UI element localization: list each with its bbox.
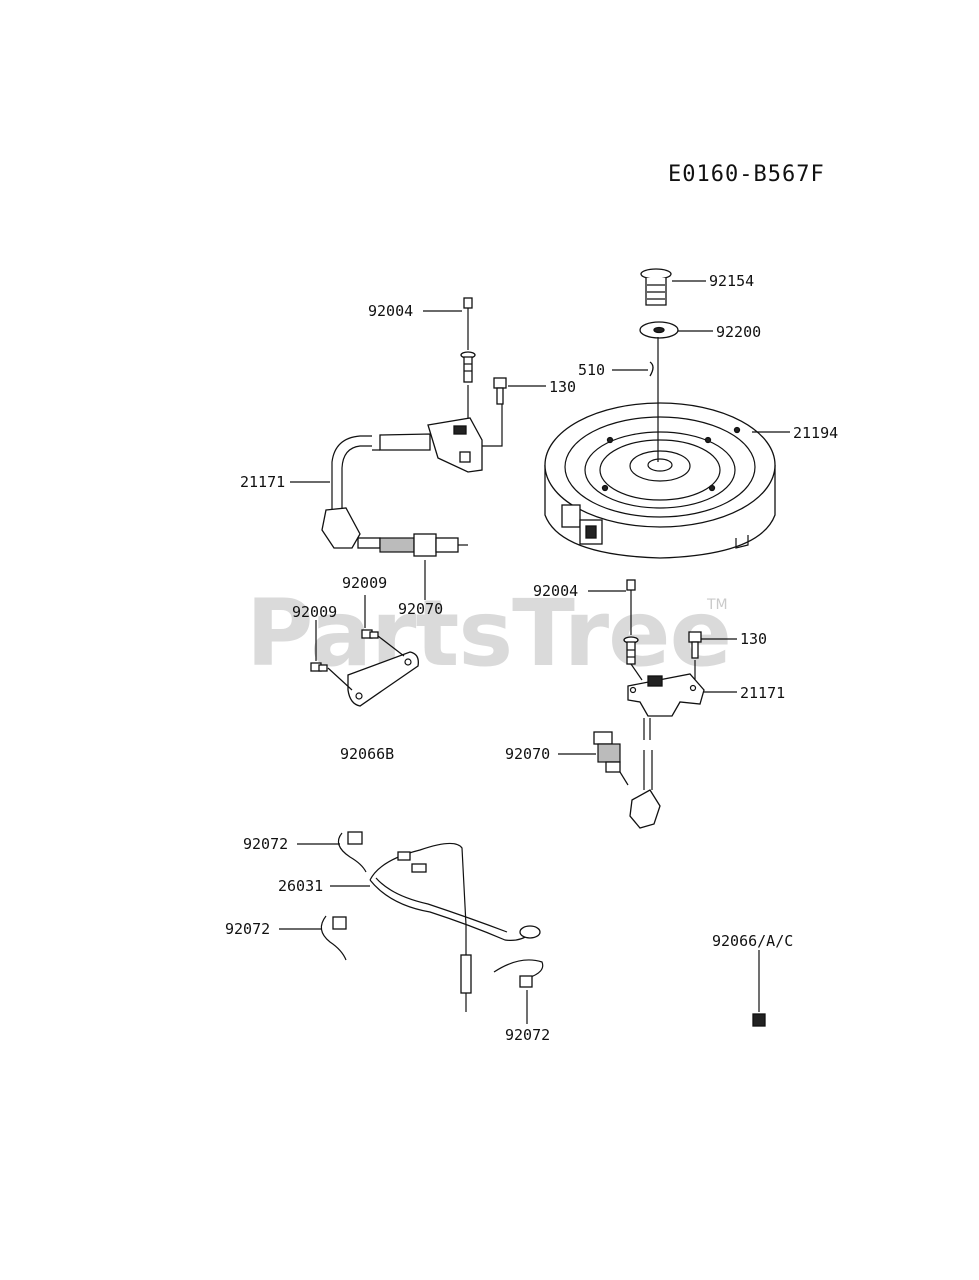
callout-92200: 92200 [716,323,761,341]
screw-92009-a[interactable] [361,629,379,639]
shield-plate-92066B[interactable] [347,651,419,707]
leader-lines [279,280,790,1024]
flywheel-21194[interactable] [544,402,776,559]
callout-92070-upper: 92070 [398,600,443,618]
clamp-92072-a[interactable] [337,831,367,873]
callout-92154: 92154 [709,272,754,290]
callout-92072-b: 92072 [225,920,270,938]
callout-92066B: 92066B [340,745,394,763]
ignition-coil-21171-lower[interactable] [627,673,705,829]
callout-92009-b: 92009 [292,603,337,621]
diagram-code: E0160-B567F [668,162,825,187]
flywheel-nut-92154[interactable] [640,268,672,306]
callout-21194: 21194 [793,424,838,442]
callout-92072-c: 92072 [505,1026,550,1044]
screw-92009-b[interactable] [310,662,328,672]
trademark-mark: TM [707,597,728,613]
callout-92004-upper: 92004 [368,302,413,320]
callout-21171-upper: 21171 [240,473,285,491]
callout-92072-a: 92072 [243,835,288,853]
callout-92004-lower: 92004 [533,582,578,600]
callout-130-lower: 130 [740,630,767,648]
nut-92066-A-C[interactable] [752,1013,766,1027]
callout-92066-A-C: 92066/A/C [712,932,793,950]
callout-510: 510 [578,361,605,379]
callout-21171-lower: 21171 [740,684,785,702]
ignition-coil-21171-upper[interactable] [321,417,483,549]
callout-92009-a: 92009 [342,574,387,592]
washer-92200[interactable] [639,321,679,339]
spark-plug-92070-lower[interactable] [593,731,629,786]
bolt-92004-upper[interactable] [460,297,476,383]
clamp-92072-b[interactable] [320,915,347,961]
flywheel-key-510[interactable] [649,361,654,377]
callout-26031: 26031 [278,877,323,895]
bolt-130-upper[interactable] [493,377,507,405]
clamp-92072-c[interactable] [493,959,544,988]
wiring-harness-26031[interactable] [369,842,541,1012]
spark-plug-92070-upper[interactable] [357,533,468,557]
callout-130-upper: 130 [549,378,576,396]
callout-92070-lower: 92070 [505,745,550,763]
bolt-92004-lower[interactable] [623,579,639,665]
bolt-130-lower[interactable] [688,631,702,659]
